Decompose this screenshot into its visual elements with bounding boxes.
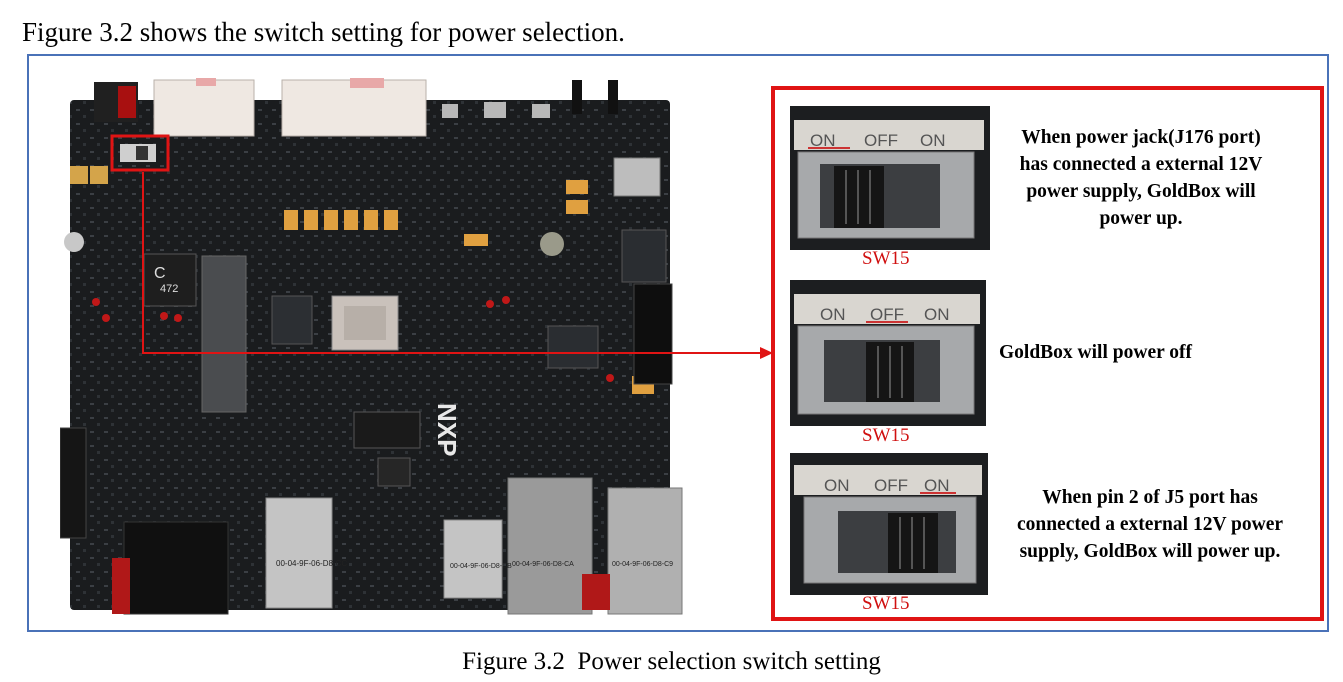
ic-marking: 472 — [160, 283, 178, 295]
switch-pos-on-left: ON — [810, 131, 836, 150]
switch-label-2: SW15 — [862, 425, 910, 446]
switch-pos-on-left: ON — [824, 476, 850, 495]
nxp-logo: NXP — [432, 403, 462, 456]
rj45-label-1: 00-04-9F-06-D8-CC — [276, 559, 347, 568]
switch-pos-on-right: ON — [920, 131, 946, 150]
figure-caption: Figure 3.2 Power selection switch settin… — [462, 648, 881, 675]
switch-pos-off: OFF — [864, 131, 898, 150]
switch-pos-on-right: ON — [924, 305, 950, 324]
rj45-label-3: 00-04-9F-06-D8-CA — [512, 561, 574, 568]
board-photo: C 472 NXP 00-04-9F-06-D8-CC 00-04-9F-06-… — [60, 78, 683, 615]
switch-photo-2: ON OFF ON — [790, 280, 986, 426]
rj45-label-4: 00-04-9F-06-D8-C9 — [612, 561, 673, 568]
switch-pos-off: OFF — [870, 305, 904, 324]
switch-photo-3: ON OFF ON — [790, 453, 988, 595]
intro-text: Figure 3.2 shows the switch setting for … — [22, 17, 625, 47]
figure-frame — [27, 54, 1329, 632]
switch-pos-on-left: ON — [820, 305, 846, 324]
switch-callout-box — [771, 86, 1324, 621]
panel-2-description: GoldBox will power off — [999, 342, 1193, 363]
switch-pos-on-right: ON — [924, 476, 950, 495]
switch-label-1: SW15 — [862, 248, 910, 269]
panel-3-description: When pin 2 of J5 port has connected a ex… — [1016, 487, 1284, 562]
switch-pos-off: OFF — [874, 476, 908, 495]
svg-text:C: C — [154, 265, 166, 282]
rj45-label-2: 00-04-9F-06-D8-CB — [450, 563, 512, 570]
panel-1-description: When power jack(J176 port) has connected… — [1019, 127, 1263, 229]
switch-photo-1: ON OFF ON — [790, 106, 990, 250]
switch-label-3: SW15 — [862, 593, 910, 614]
